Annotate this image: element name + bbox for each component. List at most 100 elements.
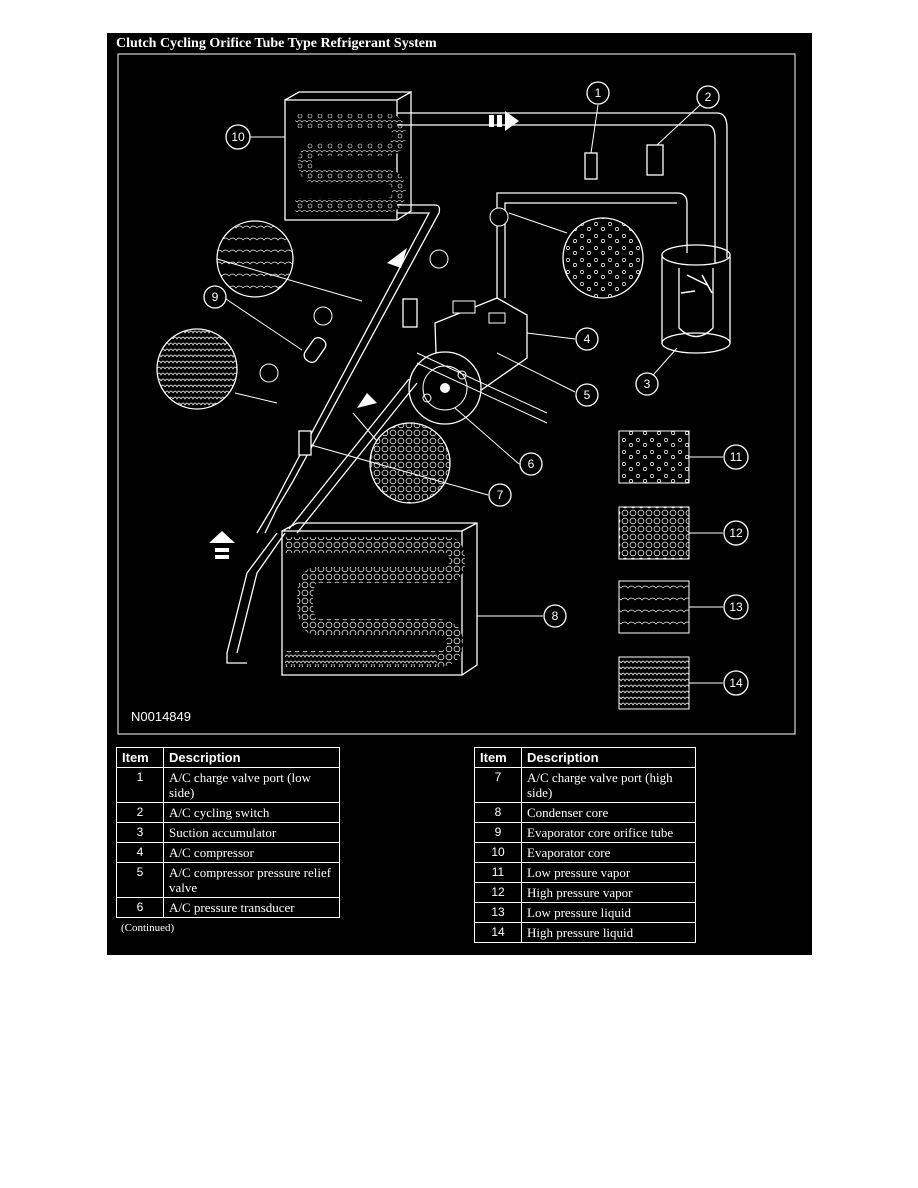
callout-label: 2 bbox=[705, 90, 712, 104]
desc-cell: A/C compressor bbox=[163, 842, 340, 863]
diagram-frame bbox=[117, 53, 796, 735]
callout-label: 1 bbox=[595, 86, 602, 100]
swatch-low-pressure-liquid bbox=[618, 580, 690, 634]
callout-12: 12 bbox=[723, 520, 749, 546]
refrigerant-system-diagram: 1 2 3 4 5 6 7 8 9 10 11 12 13 14 N001484… bbox=[117, 53, 796, 735]
desc-cell: Low pressure liquid bbox=[521, 902, 696, 923]
desc-cell: Low pressure vapor bbox=[521, 862, 696, 883]
table-header-row: Item Description bbox=[474, 747, 696, 768]
suction-accumulator bbox=[661, 244, 731, 354]
item-cell: 5 bbox=[116, 862, 164, 898]
charge-valve-port-low bbox=[584, 152, 598, 180]
col-desc-header: Description bbox=[163, 747, 340, 768]
callout-11: 11 bbox=[723, 444, 749, 470]
item-cell: 2 bbox=[116, 802, 164, 823]
page-title: Clutch Cycling Orifice Tube Type Refrige… bbox=[116, 36, 437, 51]
callout-4: 4 bbox=[575, 327, 599, 351]
callout-label: 11 bbox=[730, 450, 743, 464]
callout-label: 6 bbox=[528, 457, 535, 471]
swatch-high-pressure-vapor bbox=[618, 506, 690, 560]
col-desc-header: Description bbox=[521, 747, 696, 768]
item-cell: 8 bbox=[474, 802, 522, 823]
callout-10: 10 bbox=[225, 124, 251, 150]
item-cell: 12 bbox=[474, 882, 522, 903]
desc-cell: Evaporator core orifice tube bbox=[521, 822, 696, 843]
callout-8: 8 bbox=[543, 604, 567, 628]
item-cell: 4 bbox=[116, 842, 164, 863]
condenser-core bbox=[281, 522, 478, 676]
callout-label: 10 bbox=[231, 130, 245, 144]
col-item-header: Item bbox=[116, 747, 164, 768]
continued-note: (Continued) bbox=[121, 922, 175, 934]
swatch-high-pressure-liquid bbox=[618, 656, 690, 710]
item-cell: 6 bbox=[116, 897, 164, 918]
desc-cell: Suction accumulator bbox=[163, 822, 340, 843]
charge-valve-port-high bbox=[298, 430, 312, 456]
col-item-header: Item bbox=[474, 747, 522, 768]
item-cell: 1 bbox=[116, 767, 164, 803]
desc-cell: A/C compressor pressure relief valve bbox=[163, 862, 340, 898]
flow-arrows bbox=[209, 111, 519, 559]
callout-label: 4 bbox=[584, 332, 591, 346]
item-cell: 11 bbox=[474, 862, 522, 883]
item-cell: 3 bbox=[116, 822, 164, 843]
callout-9: 9 bbox=[203, 285, 227, 309]
refrigerant-lines bbox=[226, 112, 728, 664]
pressure-transducer bbox=[402, 298, 418, 328]
item-cell: 13 bbox=[474, 902, 522, 923]
desc-cell: Condenser core bbox=[521, 802, 696, 823]
orifice-tube bbox=[303, 337, 327, 363]
callout-1: 1 bbox=[586, 81, 610, 105]
callout-6: 6 bbox=[519, 452, 543, 476]
magnifier-lens-suction bbox=[508, 212, 644, 299]
desc-cell: A/C charge valve port (low side) bbox=[163, 767, 340, 803]
callout-14: 14 bbox=[723, 670, 749, 696]
table-header-row: Item Description bbox=[116, 747, 340, 768]
callout-5: 5 bbox=[575, 383, 599, 407]
callout-label: 12 bbox=[729, 526, 743, 540]
callout-3: 3 bbox=[635, 372, 659, 396]
desc-cell: A/C pressure transducer bbox=[163, 897, 340, 918]
callout-label: 8 bbox=[552, 609, 559, 623]
item-cell: 10 bbox=[474, 842, 522, 863]
item-cell: 14 bbox=[474, 922, 522, 943]
magnifier-lens-liquid-line bbox=[156, 328, 278, 410]
callout-label: 3 bbox=[644, 377, 651, 391]
leader-lines bbox=[222, 104, 723, 684]
cycling-switch bbox=[646, 144, 664, 176]
desc-cell: High pressure vapor bbox=[521, 882, 696, 903]
desc-cell: High pressure liquid bbox=[521, 922, 696, 943]
figure-id: N0014849 bbox=[131, 709, 191, 724]
callout-label: 14 bbox=[729, 676, 743, 690]
compressor bbox=[408, 297, 548, 425]
callout-label: 13 bbox=[729, 600, 743, 614]
callout-label: 9 bbox=[212, 290, 219, 304]
callout-2: 2 bbox=[696, 85, 720, 109]
evaporator-core bbox=[284, 90, 412, 221]
callout-7: 7 bbox=[488, 483, 512, 507]
callout-label: 7 bbox=[497, 488, 504, 502]
magnifier-lens-discharge bbox=[352, 412, 451, 504]
swatch-low-pressure-vapor bbox=[618, 430, 690, 484]
desc-cell: Evaporator core bbox=[521, 842, 696, 863]
desc-cell: A/C charge valve port (high side) bbox=[521, 767, 696, 803]
magnifier-lens-evap-line bbox=[216, 220, 363, 302]
item-cell: 9 bbox=[474, 822, 522, 843]
callout-label: 5 bbox=[584, 388, 591, 402]
callout-13: 13 bbox=[723, 594, 749, 620]
